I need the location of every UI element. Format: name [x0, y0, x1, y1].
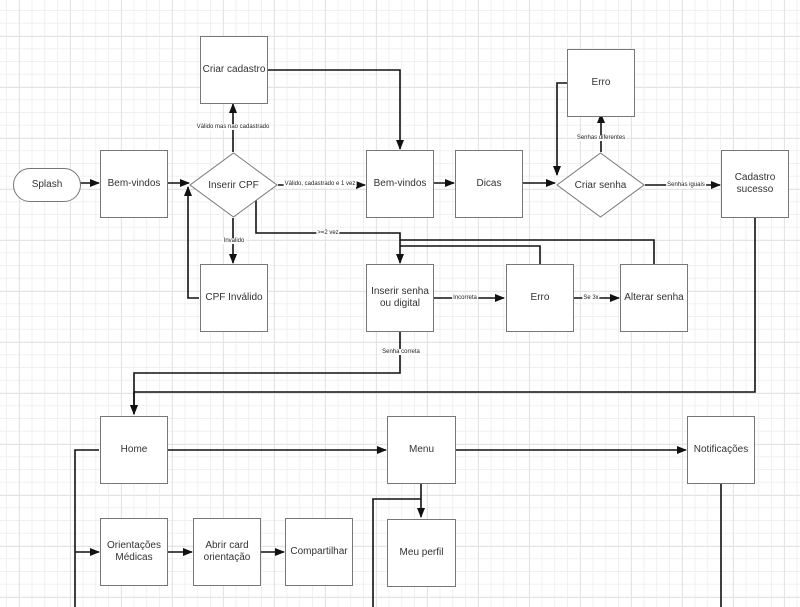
edge-label-senha-correta: Senha correta: [381, 349, 421, 355]
node-label: CPF Inválido: [205, 291, 263, 303]
edge-label-mais-vez: >=2 vez: [316, 230, 340, 236]
edge-erro-criarsenha: [553, 82, 567, 176]
node-bem-vindos-2[interactable]: Bem-vindos: [366, 150, 434, 218]
edge-label-se-3x: Se 3x: [582, 295, 600, 301]
node-label: Alterar senha: [624, 291, 684, 303]
node-erro-mid[interactable]: Erro: [506, 264, 574, 332]
node-menu[interactable]: Menu: [387, 416, 456, 484]
decision-label: Inserir CPF: [208, 179, 259, 191]
decision-inserir-cpf[interactable]: Inserir CPF: [189, 152, 278, 218]
node-home[interactable]: Home: [100, 416, 168, 484]
node-label: Bem-vindos: [373, 177, 427, 189]
node-label: Cadastro sucesso: [734, 171, 776, 196]
node-erro-top[interactable]: Erro: [567, 49, 635, 117]
node-splash-label: Splash: [31, 178, 63, 190]
edge-alterar-inserirsenha: [400, 239, 655, 264]
node-orientacoes-medicas[interactable]: Orientações Médicas: [100, 518, 168, 586]
node-notificacoes[interactable]: Notificações: [687, 416, 755, 484]
node-label: Notificações: [693, 443, 749, 455]
edge-label-senhas-diferentes: Senhas diferentes: [575, 135, 627, 141]
edge-label-valido-cadastrado: Válido, cadastrado e 1 vez: [283, 181, 357, 187]
node-dicas[interactable]: Dicas: [455, 150, 523, 218]
node-label: Meu perfil: [399, 546, 444, 558]
edge-home-down-left: [74, 449, 99, 607]
edge-criarcadastro-bemvindos2: [268, 69, 404, 150]
node-label: Erro: [530, 291, 550, 303]
node-cadastro-sucesso[interactable]: Cadastro sucesso: [721, 150, 789, 218]
edge-label-incorreta: Incorreta: [452, 295, 478, 301]
edge-menu-down-left: [372, 498, 421, 607]
node-label: Compartilhar: [290, 545, 348, 557]
node-label: Orientações Médicas: [107, 539, 161, 564]
decision-label: Criar senha: [574, 179, 627, 191]
edge-label-senhas-iguais: Senhas iguais: [666, 182, 706, 188]
node-label: Dicas: [476, 177, 502, 189]
node-criar-cadastro[interactable]: Criar cadastro: [200, 36, 268, 104]
node-bem-vindos-1[interactable]: Bem-vindos: [100, 150, 168, 218]
node-splash[interactable]: Splash: [13, 168, 81, 202]
node-alterar-senha[interactable]: Alterar senha: [620, 264, 688, 332]
node-cpf-invalido[interactable]: CPF Inválido: [200, 264, 268, 332]
node-compartilhar[interactable]: Compartilhar: [285, 518, 353, 586]
node-label: Erro: [591, 76, 611, 88]
node-abrir-card[interactable]: Abrir card orientação: [193, 518, 261, 586]
edge-erro-inserirsenha: [400, 245, 541, 264]
node-label: Home: [120, 443, 148, 455]
edge-inserirsenha-home: [130, 332, 401, 415]
edge-invalido-cpf: [184, 186, 199, 299]
node-inserir-senha[interactable]: Inserir senha ou digital: [366, 264, 434, 332]
decision-criar-senha[interactable]: Criar senha: [556, 152, 645, 218]
node-label: Criar cadastro: [202, 63, 266, 75]
edge-label-invalido: Inválido: [222, 238, 246, 244]
node-label: Bem-vindos: [107, 177, 161, 189]
node-meu-perfil[interactable]: Meu perfil: [387, 519, 456, 587]
node-label: Menu: [408, 443, 434, 455]
node-label: Inserir senha ou digital: [371, 285, 429, 310]
node-label: Abrir card orientação: [203, 539, 251, 564]
edge-label-valido-nao-cadastrado: Válido mas não cadastrado: [195, 124, 271, 130]
